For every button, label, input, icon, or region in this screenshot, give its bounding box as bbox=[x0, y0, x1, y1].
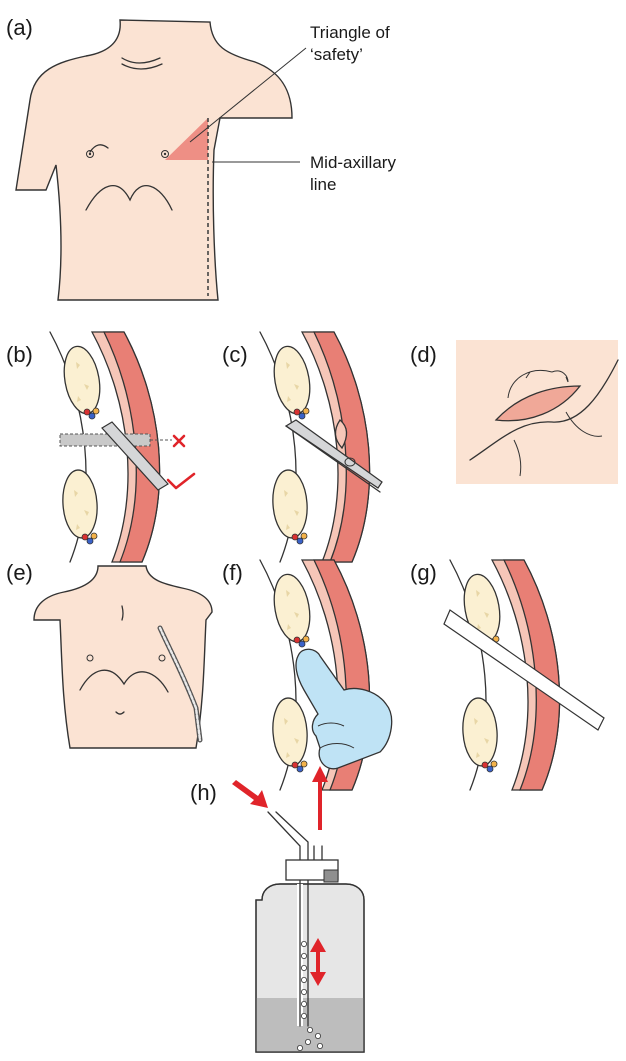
panel-f: (f) bbox=[222, 560, 392, 790]
panel-label-e: (e) bbox=[6, 560, 33, 585]
torso-front-small bbox=[34, 566, 212, 748]
check-icon bbox=[168, 474, 194, 488]
panel-label-f: (f) bbox=[222, 560, 243, 585]
panel-label-d: (d) bbox=[410, 342, 437, 367]
panel-label-c: (c) bbox=[222, 342, 248, 367]
panel-label-h: (h) bbox=[190, 780, 217, 805]
panel-label-g: (g) bbox=[410, 560, 437, 585]
panel-a: (a) Triangle of ‘safety’ Mid-axillary li… bbox=[6, 15, 396, 300]
panel-c: (c) bbox=[222, 332, 382, 562]
midaxillary-annotation-line2: line bbox=[310, 175, 336, 194]
triangle-annotation-line1: Triangle of bbox=[310, 23, 390, 42]
panel-g: (g) bbox=[410, 560, 604, 790]
outflow-arrow-icon bbox=[312, 766, 328, 830]
panel-h: (h) bbox=[190, 766, 364, 1052]
panel-label-a: (a) bbox=[6, 15, 33, 40]
panel-b: (b) bbox=[6, 332, 194, 562]
panel-label-b: (b) bbox=[6, 342, 33, 367]
inflow-arrow-icon bbox=[232, 780, 268, 808]
panel-e: (e) bbox=[6, 560, 212, 748]
midaxillary-annotation-line1: Mid-axillary bbox=[310, 153, 396, 172]
panel-d: (d) bbox=[410, 340, 618, 484]
cross-icon bbox=[174, 436, 184, 446]
triangle-annotation-line2: ‘safety’ bbox=[310, 45, 363, 64]
torso-front bbox=[16, 20, 292, 300]
